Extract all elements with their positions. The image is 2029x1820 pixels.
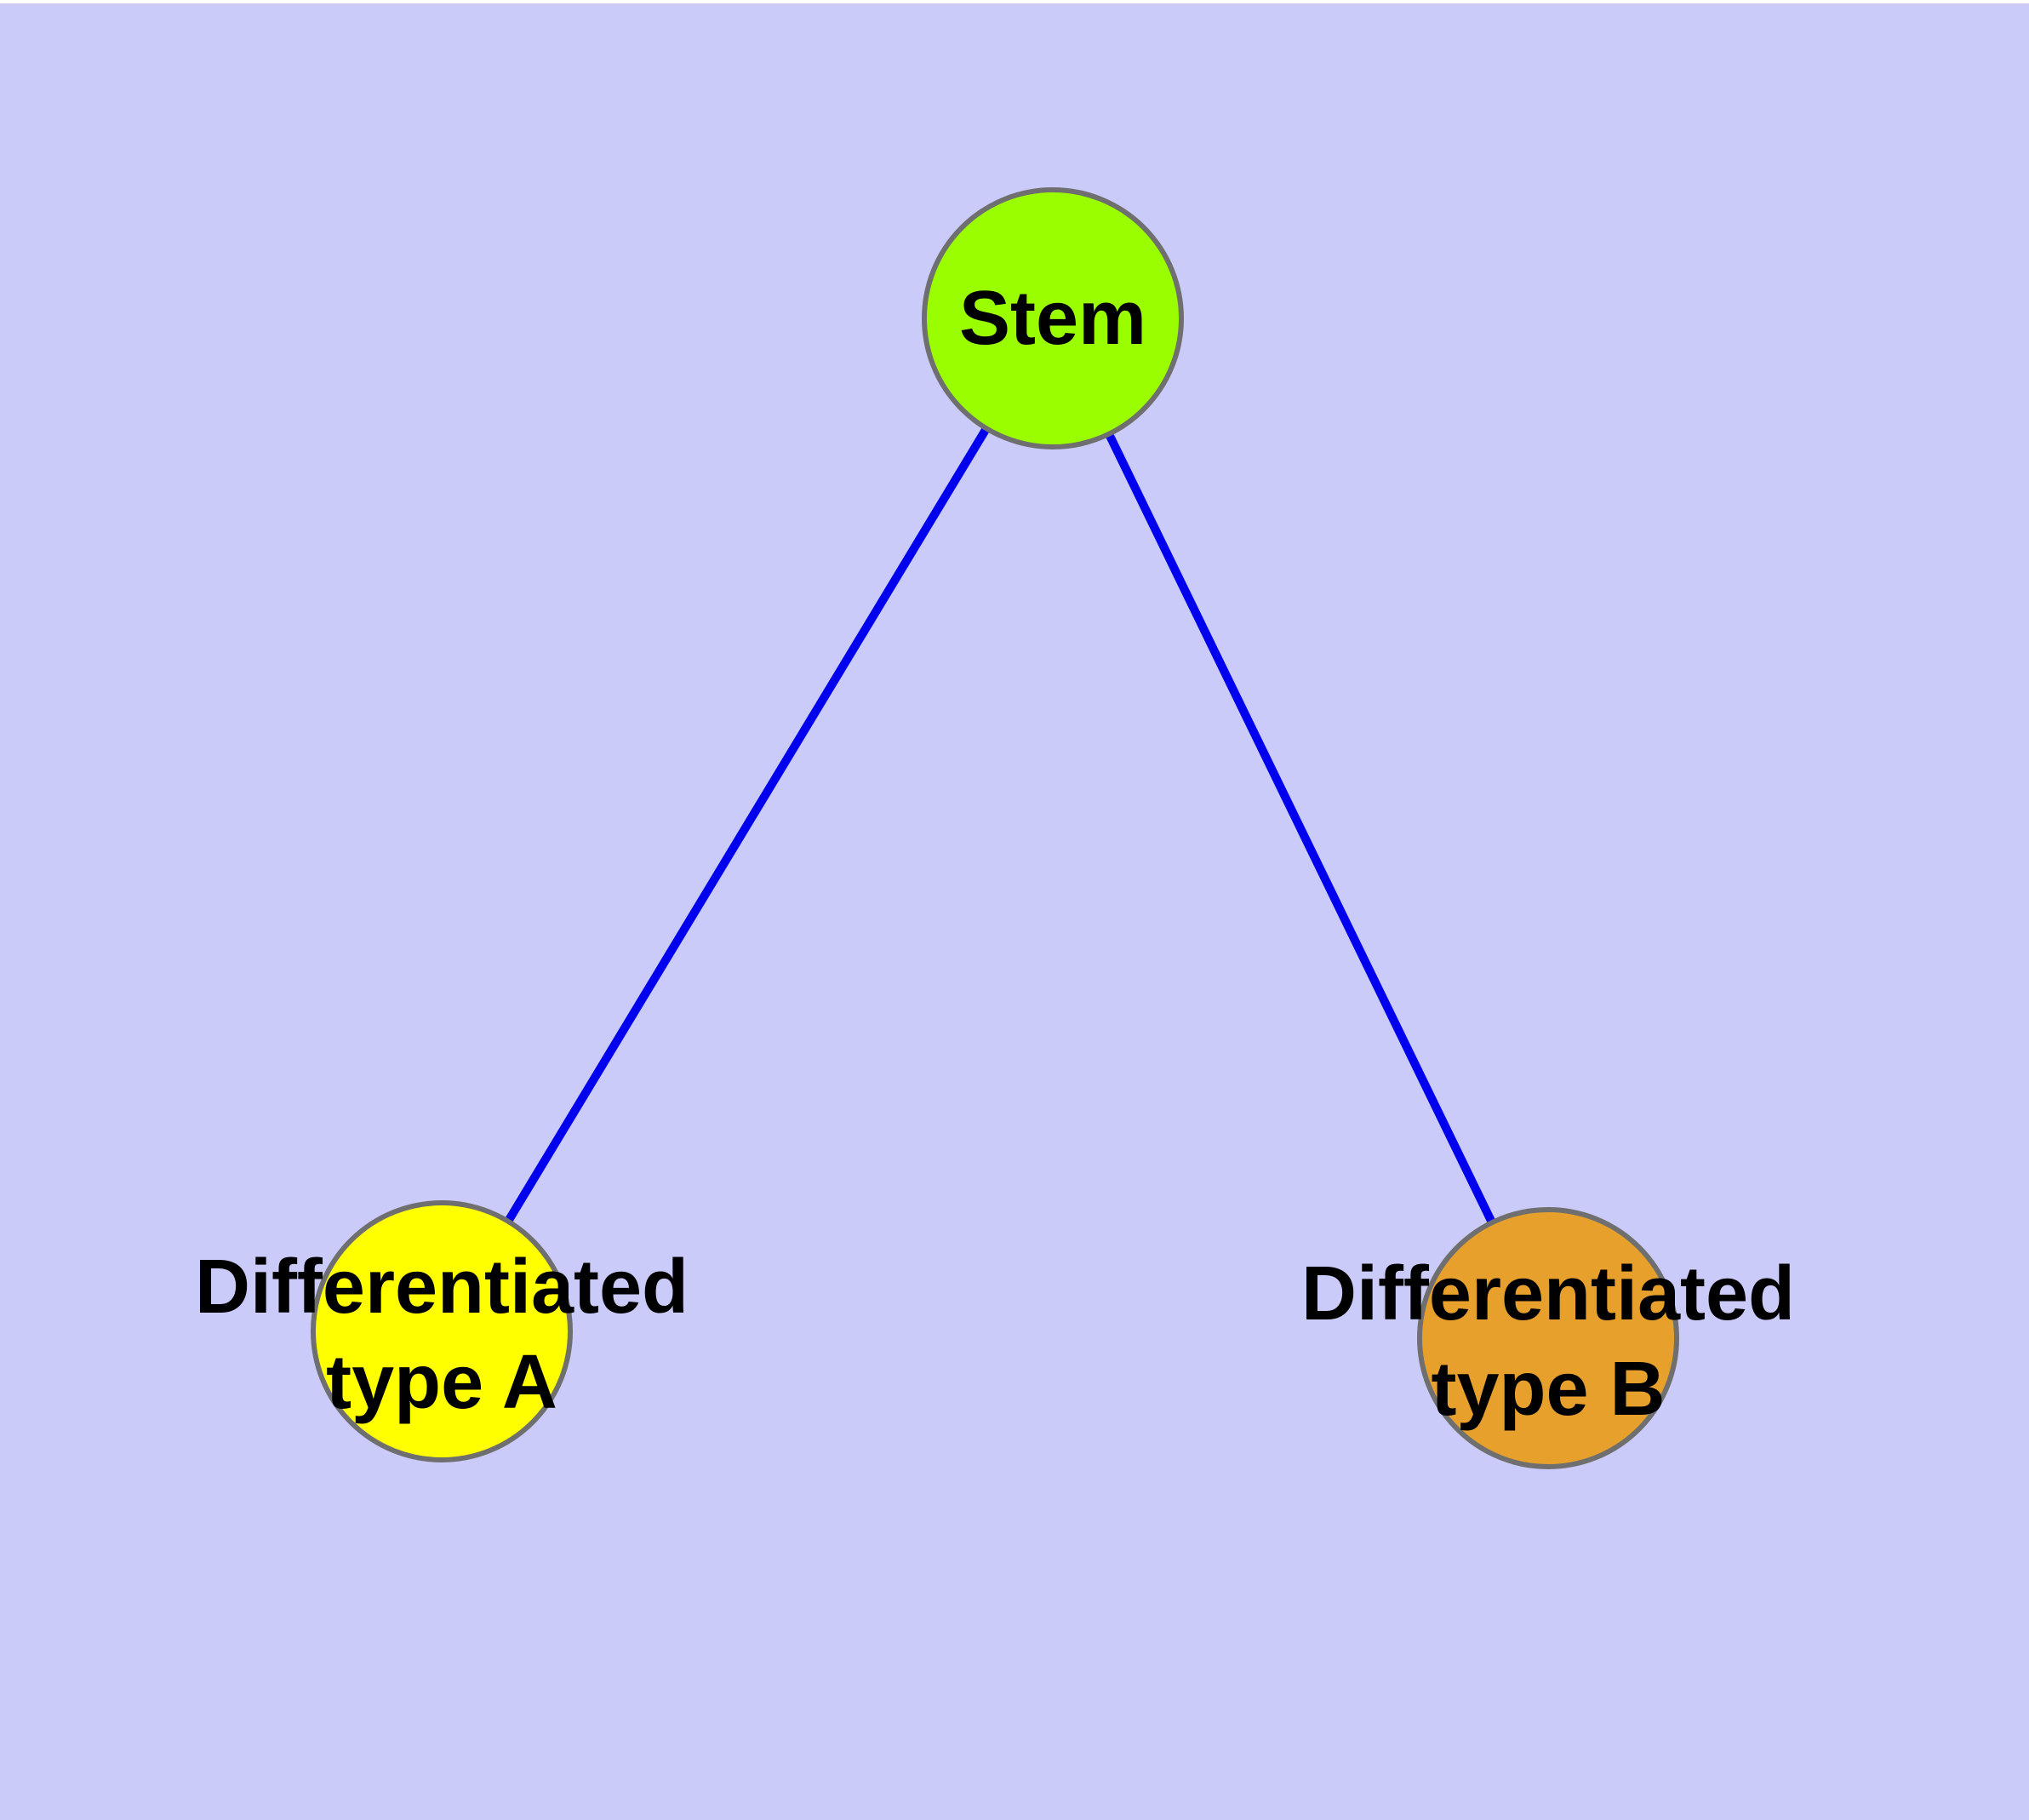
node-differentiated-type-a: Differentiated type A <box>195 1200 689 1462</box>
node-type-b-label-line1: Differentiated <box>1301 1251 1795 1336</box>
node-stem-label: Stem <box>959 276 1146 361</box>
node-stem: Stem <box>922 187 1184 449</box>
edge-stem-to-type-b <box>1049 316 1552 1341</box>
node-type-a-circle <box>311 1200 573 1462</box>
node-type-b-circle <box>1417 1207 1679 1469</box>
node-type-a-label-line2: type A <box>326 1340 557 1425</box>
top-edge-strip <box>0 0 2029 3</box>
edge-stem-to-type-a <box>437 316 1057 1334</box>
node-type-a-label-line1: Differentiated <box>195 1245 689 1330</box>
node-type-b-label-line2: type B <box>1431 1347 1665 1432</box>
node-differentiated-type-b: Differentiated type B <box>1301 1207 1795 1469</box>
node-stem-circle <box>922 187 1184 449</box>
